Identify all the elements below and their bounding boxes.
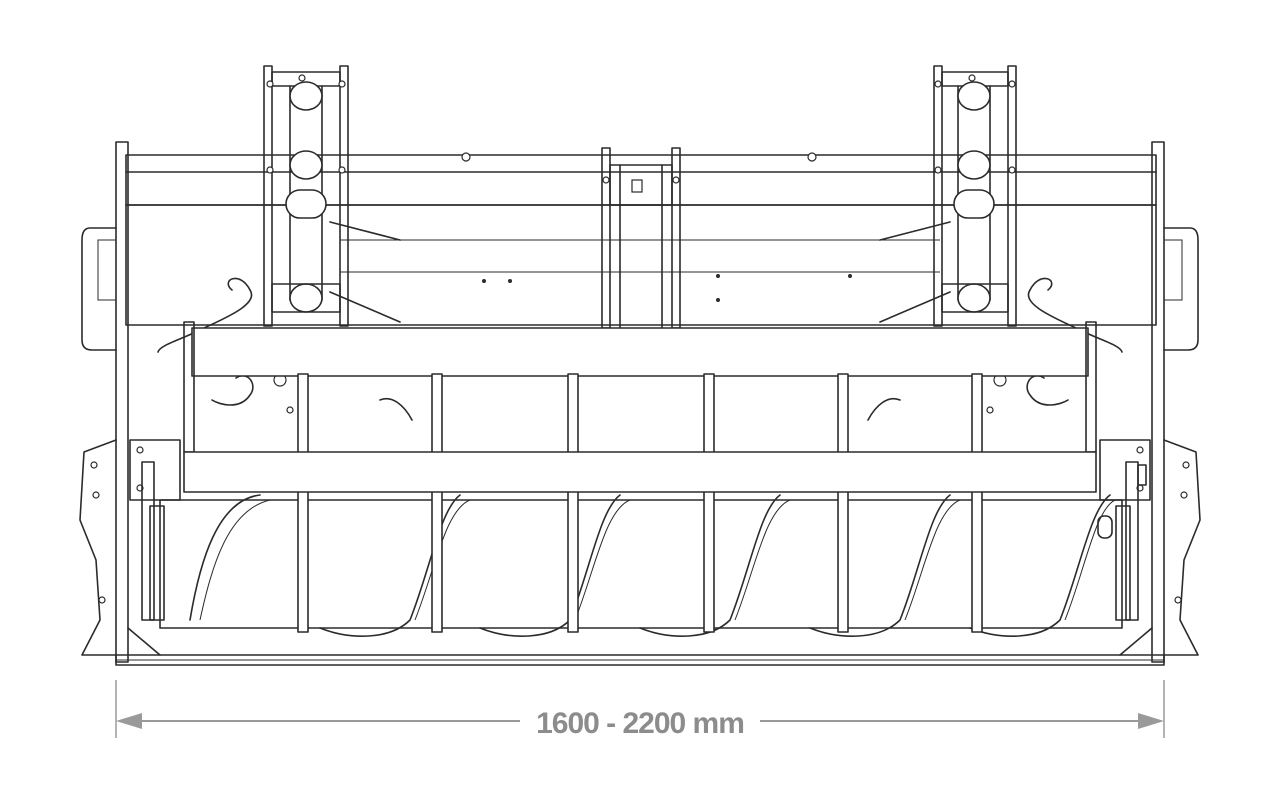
top-frame [125,152,1157,326]
width-dimension: 1600 - 2200 mm [115,680,1165,740]
auger-drum [149,494,1131,637]
center-mount-bracket [601,147,681,331]
hose-fittings [157,277,1123,421]
bucket-floor [115,627,1165,666]
dimension-arrow-right [1138,713,1164,729]
right-cylinder-assembly [933,65,1017,327]
lower-cage-beam [183,451,1097,493]
left-side-plate [79,141,181,663]
dimension-label: 1600 - 2200 mm [536,707,744,740]
left-cylinder-assembly [263,65,349,327]
right-side-plate [1099,141,1201,663]
dimension-arrow-left [116,713,142,729]
upper-cage-beam [183,321,1097,453]
cage-bars [297,373,983,633]
